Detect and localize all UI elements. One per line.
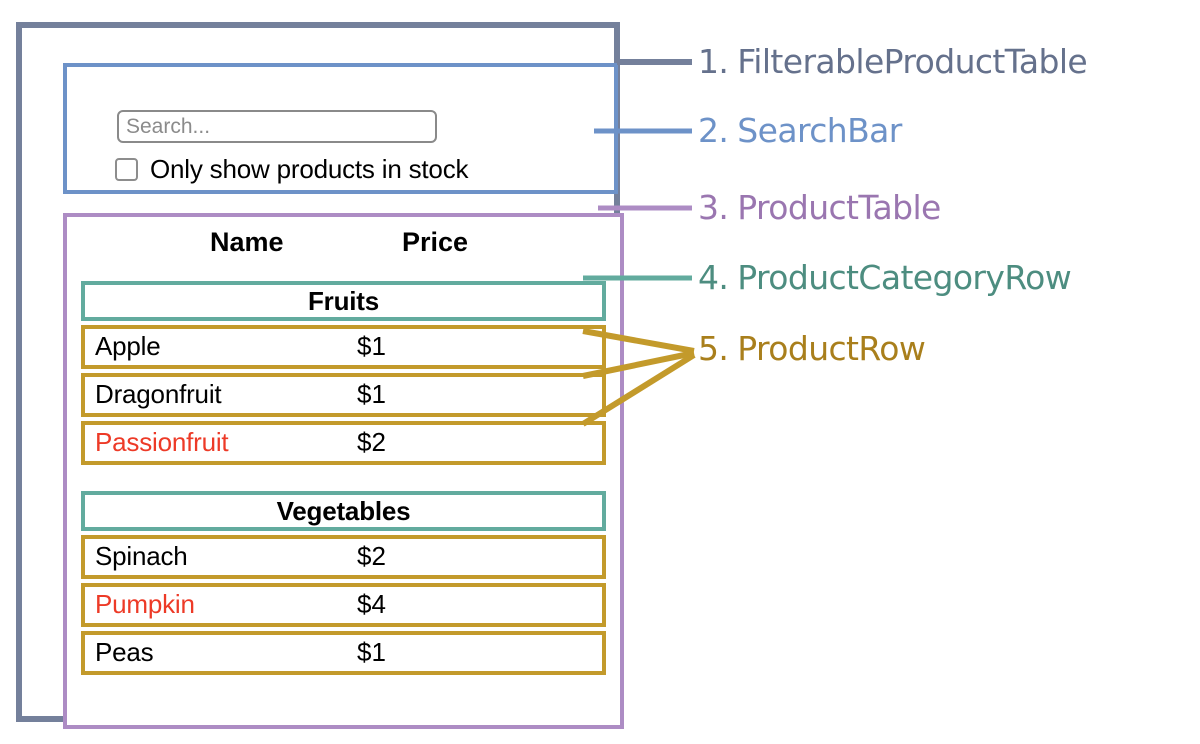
column-header-price: Price (402, 227, 469, 257)
product-name: Apple (95, 330, 161, 361)
product-row: Spinach $2 (81, 535, 606, 579)
product-name: Peas (95, 636, 154, 667)
product-row: Passionfruit $2 (81, 421, 606, 465)
in-stock-filter-label: Only show products in stock (150, 154, 469, 184)
legend-number: 1. (698, 42, 729, 81)
search-input[interactable] (117, 110, 437, 143)
legend-label: ProductTable (737, 188, 941, 227)
filterable-product-table-frame: Only show products in stock Name Price F… (16, 22, 624, 729)
product-row: Dragonfruit $1 (81, 373, 606, 417)
legend-item-filterable-product-table: 1.FilterableProductTable (698, 42, 1088, 81)
legend-label: SearchBar (737, 111, 902, 150)
legend-number: 5. (698, 329, 729, 368)
product-name: Spinach (95, 540, 188, 571)
product-price: $1 (357, 330, 386, 361)
legend-number: 3. (698, 188, 729, 227)
product-category-row: Vegetables (81, 491, 606, 531)
in-stock-filter-row[interactable]: Only show products in stock (115, 154, 468, 185)
product-category-label: Fruits (307, 285, 380, 316)
legend-number: 4. (698, 258, 729, 297)
legend-label: ProductRow (737, 329, 926, 368)
product-price: $1 (357, 378, 386, 409)
product-price: $1 (357, 636, 386, 667)
product-price: $2 (357, 426, 386, 457)
product-price: $4 (357, 588, 386, 619)
checkbox-icon[interactable] (115, 158, 138, 181)
product-table-header: Name Price (67, 227, 620, 267)
legend-item-product-row: 5.ProductRow (698, 329, 926, 368)
product-name: Passionfruit (95, 426, 229, 457)
product-row: Apple $1 (81, 325, 606, 369)
legend-item-product-table: 3.ProductTable (698, 188, 941, 227)
product-name: Pumpkin (95, 588, 195, 619)
product-price: $2 (357, 540, 386, 571)
column-header-name: Name (210, 227, 284, 257)
legend-label: FilterableProductTable (737, 42, 1088, 81)
legend-item-product-category-row: 4.ProductCategoryRow (698, 258, 1072, 297)
product-category-row: Fruits (81, 281, 606, 321)
search-bar-frame: Only show products in stock (63, 63, 618, 194)
legend-number: 2. (698, 111, 729, 150)
product-category-label: Vegetables (276, 495, 411, 526)
legend-item-search-bar: 2.SearchBar (698, 111, 902, 150)
product-row: Pumpkin $4 (81, 583, 606, 627)
product-name: Dragonfruit (95, 378, 222, 409)
legend-label: ProductCategoryRow (737, 258, 1072, 297)
product-row: Peas $1 (81, 631, 606, 675)
row-group-spacer (81, 469, 606, 491)
